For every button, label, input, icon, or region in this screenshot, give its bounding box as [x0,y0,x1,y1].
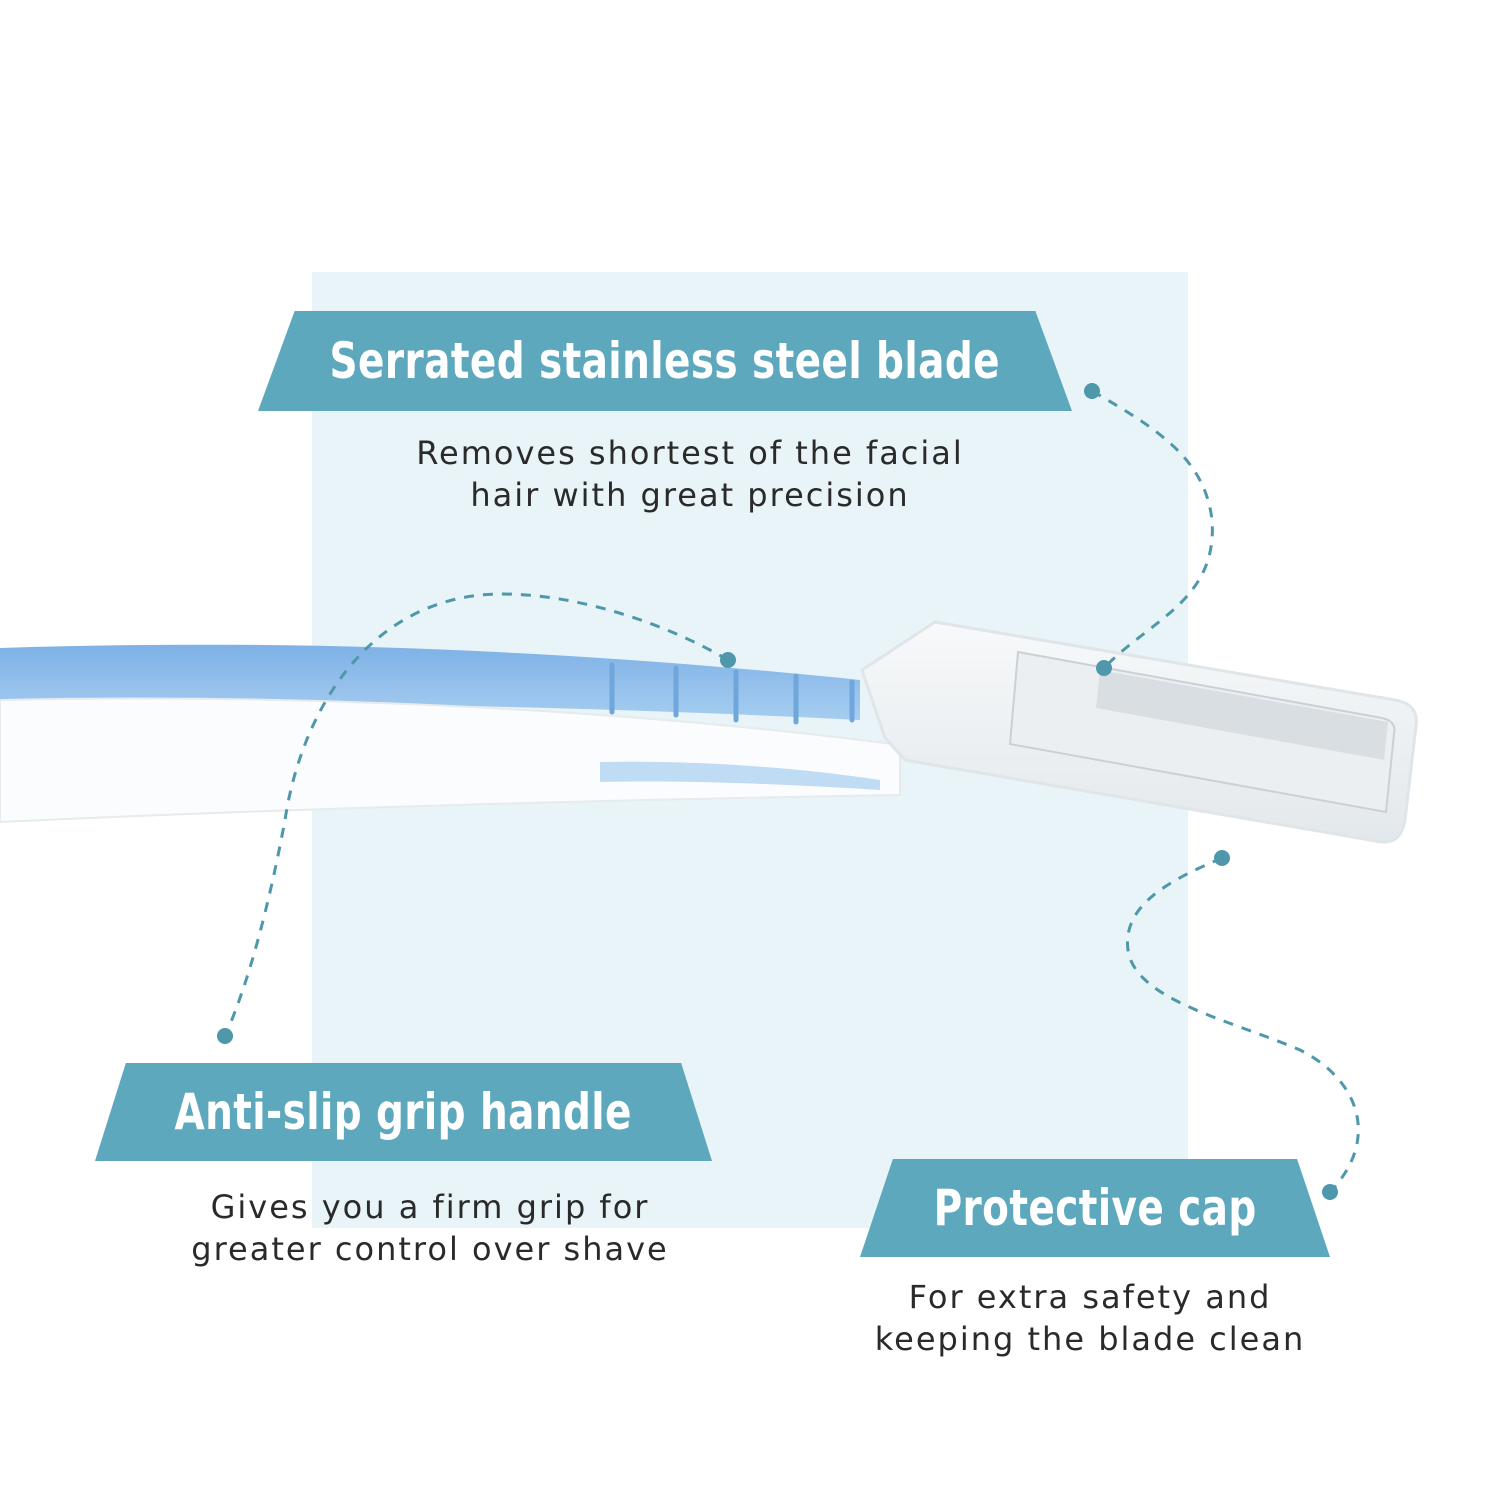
grip-description-line: greater control over shave [191,1230,669,1268]
grip-feature-banner: Anti-slip grip handle [95,1063,712,1161]
cap-feature-banner: Protective cap [860,1159,1330,1257]
handle-white-body [0,697,901,824]
blade-description-line: hair with great precision [470,476,910,514]
grip-feature-title: Anti-slip grip handle [174,1083,633,1141]
serrated-blade-edge [1096,670,1388,760]
blade-feature-description: Removes shortest of the facial hair with… [340,432,1040,516]
blade-description-line: Removes shortest of the facial [416,434,964,472]
blade-feature-title: Serrated stainless steel blade [329,332,1001,390]
blade-connector [1091,389,1214,670]
handle-lower-strip [600,761,880,790]
cap-feature-description: For extra safety and keeping the blade c… [790,1276,1390,1360]
blade-feature-banner: Serrated stainless steel blade [258,311,1072,411]
cap-description-line: keeping the blade clean [874,1320,1306,1358]
grip-description-line: Gives you a firm grip for [210,1188,650,1226]
connector-lines [223,389,1360,1194]
grip-feature-description: Gives you a firm grip for greater contro… [90,1186,770,1270]
cap-connector [1126,856,1360,1194]
grip-ridges [609,662,855,725]
cap-feature-title: Protective cap [933,1179,1257,1237]
cap-description-line: For extra safety and [908,1278,1272,1316]
grip-connector [223,592,729,1037]
connector-dots [217,383,1338,1200]
